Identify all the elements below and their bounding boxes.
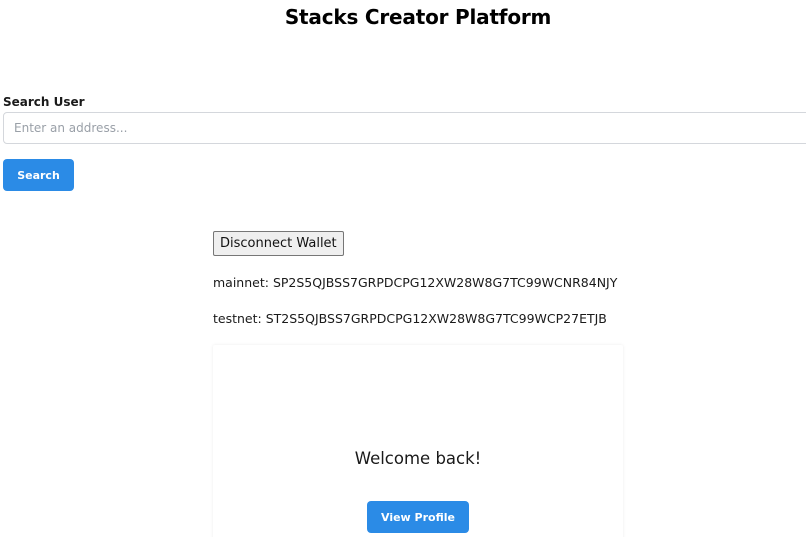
search-button[interactable]: Search [3, 159, 74, 191]
mainnet-address-value: SP2S5QJBSS7GRPDCPG12XW28W8G7TC99WCNR84NJ… [272, 275, 618, 290]
view-profile-button[interactable]: View Profile [367, 501, 469, 533]
search-user-label: Search User [3, 95, 85, 109]
testnet-address-value: ST2S5QJBSS7GRPDCPG12XW28W8G7TC99WCP27ETJ… [265, 311, 607, 326]
testnet-label: testnet: [213, 311, 266, 326]
disconnect-wallet-button[interactable]: Disconnect Wallet [213, 231, 344, 256]
welcome-message: Welcome back! [354, 449, 482, 468]
welcome-card: Welcome back! View Profile [213, 345, 623, 537]
testnet-address: testnet: ST2S5QJBSS7GRPDCPG12XW28W8G7TC9… [213, 311, 607, 326]
page-title: Stacks Creator Platform [284, 5, 552, 29]
mainnet-address: mainnet: SP2S5QJBSS7GRPDCPG12XW28W8G7TC9… [213, 275, 617, 290]
search-address-input[interactable] [3, 112, 806, 144]
mainnet-label: mainnet: [213, 275, 273, 290]
